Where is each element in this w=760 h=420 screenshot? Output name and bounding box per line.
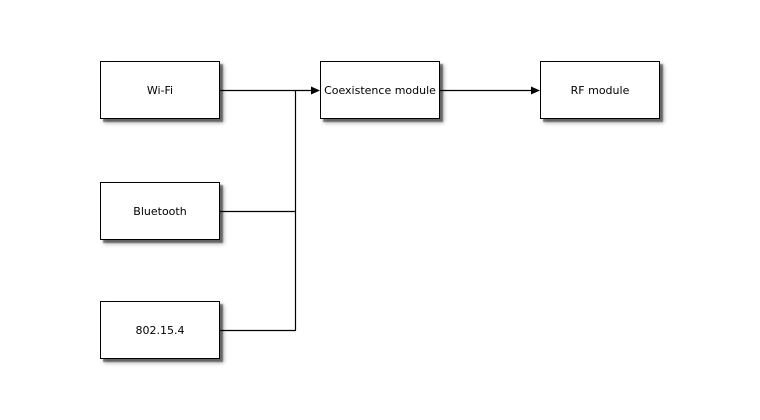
- node-bluetooth-label: Bluetooth: [133, 204, 187, 218]
- node-bluetooth: Bluetooth: [100, 182, 220, 240]
- arrowhead-coexistence-input: [311, 86, 320, 95]
- node-wifi: Wi-Fi: [100, 61, 220, 119]
- node-802-15-4-label: 802.15.4: [135, 323, 185, 337]
- node-rf-module-label: RF module: [570, 83, 630, 97]
- node-coexistence-module-label: Coexistence module: [324, 83, 436, 97]
- node-wifi-label: Wi-Fi: [146, 83, 174, 97]
- node-coexistence-module: Coexistence module: [320, 61, 440, 119]
- node-802-15-4: 802.15.4: [100, 301, 220, 359]
- node-rf-module: RF module: [540, 61, 660, 119]
- arrowhead-rf-input: [531, 86, 540, 95]
